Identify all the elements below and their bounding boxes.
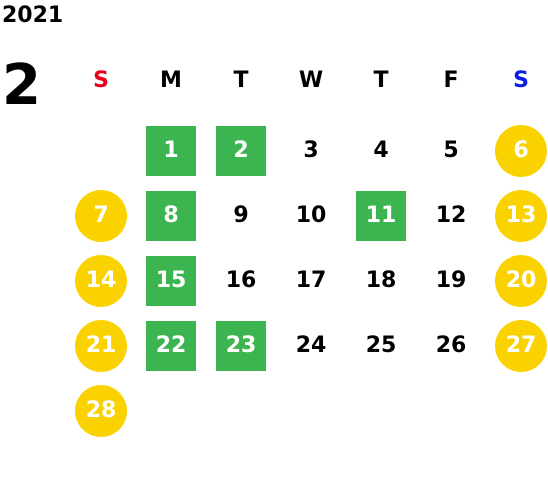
day-cell-25[interactable]: 25 — [346, 313, 416, 378]
day-number: 17 — [295, 268, 327, 293]
weekday-header-0: S — [93, 68, 109, 93]
day-cell-8[interactable]: 8 — [136, 183, 206, 248]
holiday-marker: 11 — [356, 190, 406, 241]
weekend-marker: 6 — [495, 124, 547, 177]
day-cell-10[interactable]: 10 — [276, 183, 346, 248]
weekday-header-2: T — [233, 68, 249, 93]
day-number: 16 — [225, 268, 257, 293]
day-cell-2[interactable]: 2 — [206, 118, 276, 183]
day-cell-11[interactable]: 11 — [346, 183, 416, 248]
weekend-marker: 27 — [495, 319, 547, 372]
day-number: 5 — [443, 138, 459, 163]
day-number: 18 — [365, 268, 397, 293]
day-number: 12 — [435, 203, 467, 228]
day-cell-5[interactable]: 5 — [416, 118, 486, 183]
day-cell-15[interactable]: 15 — [136, 248, 206, 313]
day-number: 26 — [435, 333, 467, 358]
holiday-marker: 2 — [216, 125, 266, 176]
year-label: 2021 — [2, 3, 64, 28]
day-cell-22[interactable]: 22 — [136, 313, 206, 378]
weekend-marker: 20 — [495, 254, 547, 307]
weekday-header-1: M — [160, 68, 182, 93]
day-cell-7[interactable]: 7 — [66, 183, 136, 248]
holiday-marker: 23 — [216, 320, 266, 371]
day-cell-14[interactable]: 14 — [66, 248, 136, 313]
day-cell-26[interactable]: 26 — [416, 313, 486, 378]
day-cell-1[interactable]: 1 — [136, 118, 206, 183]
month-number: 2 — [2, 53, 41, 118]
day-cell-20[interactable]: 20 — [486, 248, 548, 313]
day-cell-28[interactable]: 28 — [66, 378, 136, 443]
day-number: 19 — [435, 268, 467, 293]
holiday-marker: 1 — [146, 125, 196, 176]
day-cell-19[interactable]: 19 — [416, 248, 486, 313]
day-cell-9[interactable]: 9 — [206, 183, 276, 248]
day-number: 10 — [295, 203, 327, 228]
weekday-header-3: W — [298, 68, 324, 93]
weekend-marker: 14 — [75, 254, 127, 307]
weekend-marker: 28 — [75, 384, 127, 437]
holiday-marker: 22 — [146, 320, 196, 371]
day-cell-13[interactable]: 13 — [486, 183, 548, 248]
day-cell-16[interactable]: 16 — [206, 248, 276, 313]
day-cell-23[interactable]: 23 — [206, 313, 276, 378]
day-cell-24[interactable]: 24 — [276, 313, 346, 378]
weekend-marker: 13 — [495, 189, 547, 242]
day-cell-6[interactable]: 6 — [486, 118, 548, 183]
day-number: 9 — [233, 203, 249, 228]
weekday-header-6: S — [513, 68, 529, 93]
weekday-header-4: T — [373, 68, 389, 93]
day-number: 24 — [295, 333, 327, 358]
day-number: 4 — [373, 138, 389, 163]
day-cell-18[interactable]: 18 — [346, 248, 416, 313]
day-cell-17[interactable]: 17 — [276, 248, 346, 313]
day-cell-21[interactable]: 21 — [66, 313, 136, 378]
holiday-marker: 8 — [146, 190, 196, 241]
weekend-marker: 7 — [75, 189, 127, 242]
day-cell-12[interactable]: 12 — [416, 183, 486, 248]
weekend-marker: 21 — [75, 319, 127, 372]
day-cell-3[interactable]: 3 — [276, 118, 346, 183]
weekday-header-5: F — [443, 68, 459, 93]
day-number: 25 — [365, 333, 397, 358]
day-cell-27[interactable]: 27 — [486, 313, 548, 378]
day-cell-4[interactable]: 4 — [346, 118, 416, 183]
day-number: 3 — [303, 138, 319, 163]
holiday-marker: 15 — [146, 255, 196, 306]
